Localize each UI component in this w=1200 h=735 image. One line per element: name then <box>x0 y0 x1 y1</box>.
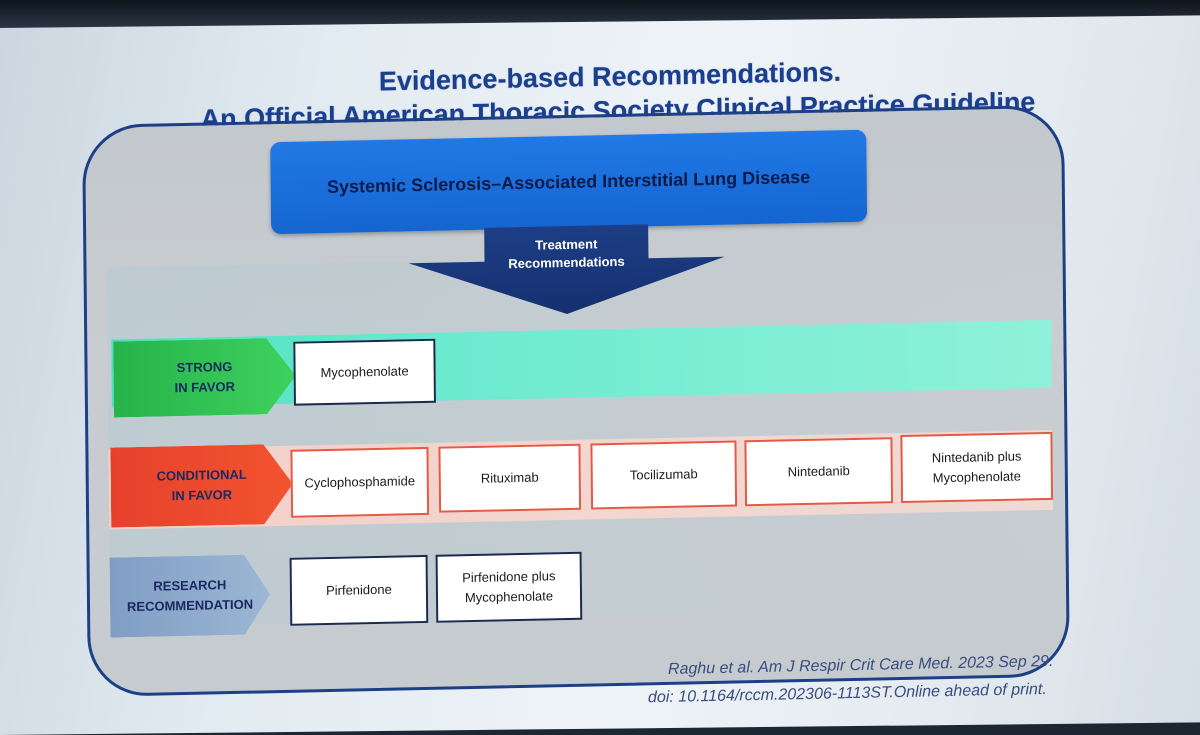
arrow-label: Treatment Recommendations <box>481 234 651 274</box>
drug-box-cyclophosphamide: Cyclophosphamide <box>290 446 430 518</box>
drug-box-pirfenidone: Pirfenidone <box>289 554 429 626</box>
disease-box: Systemic Sclerosis–Associated Interstiti… <box>270 129 868 235</box>
strong-tag-line2: IN FAVOR <box>174 378 236 396</box>
conditional-tag-line1: CONDITIONAL <box>156 466 247 484</box>
drug-box-rituximab: Rituximab <box>438 443 582 513</box>
presentation-slide: Evidence-based Recommendations. An Offic… <box>0 15 1200 735</box>
drug5-line1: Nintedanib plus <box>931 448 1022 466</box>
drug-box-tocilizumab: Tocilizumab <box>590 440 738 510</box>
strong-in-favor-tag: STRONG IN FAVOR <box>113 338 296 418</box>
conditional-in-favor-tag: CONDITIONAL IN FAVOR <box>110 444 293 528</box>
research-recommendation-tag: RESEARCH RECOMMENDATION <box>110 554 271 637</box>
citation-line2: doi: 10.1164/rccm.202306-1113ST.Online a… <box>647 680 1047 707</box>
research-tag-line1: RESEARCH <box>153 577 227 594</box>
research-tag-line2: RECOMMENDATION <box>126 596 254 615</box>
drug-box-nintedanib: Nintedanib <box>744 437 894 507</box>
strong-tag-line1: STRONG <box>176 359 233 376</box>
research-drug2-line2: Mycophenolate <box>464 588 554 606</box>
conditional-tag-line2: IN FAVOR <box>171 487 233 504</box>
disease-label: Systemic Sclerosis–Associated Interstiti… <box>326 166 811 197</box>
diagram-frame: Systemic Sclerosis–Associated Interstiti… <box>82 104 1070 698</box>
drug-box-mycophenolate: Mycophenolate <box>293 338 436 406</box>
drug5-line2: Mycophenolate <box>932 468 1021 486</box>
treatment-arrow: Treatment Recommendations <box>406 223 727 320</box>
drug-box-pirfenidone-plus-mycophenolate: Pirfenidone plus Mycophenolate <box>435 551 583 623</box>
research-drug2-line1: Pirfenidone plus <box>462 568 556 586</box>
arrow-label-line2: Recommendations <box>508 253 625 272</box>
drug-box-nintedanib-plus-mycophenolate: Nintedanib plus Mycophenolate <box>900 431 1054 504</box>
down-arrow-icon <box>408 224 725 314</box>
